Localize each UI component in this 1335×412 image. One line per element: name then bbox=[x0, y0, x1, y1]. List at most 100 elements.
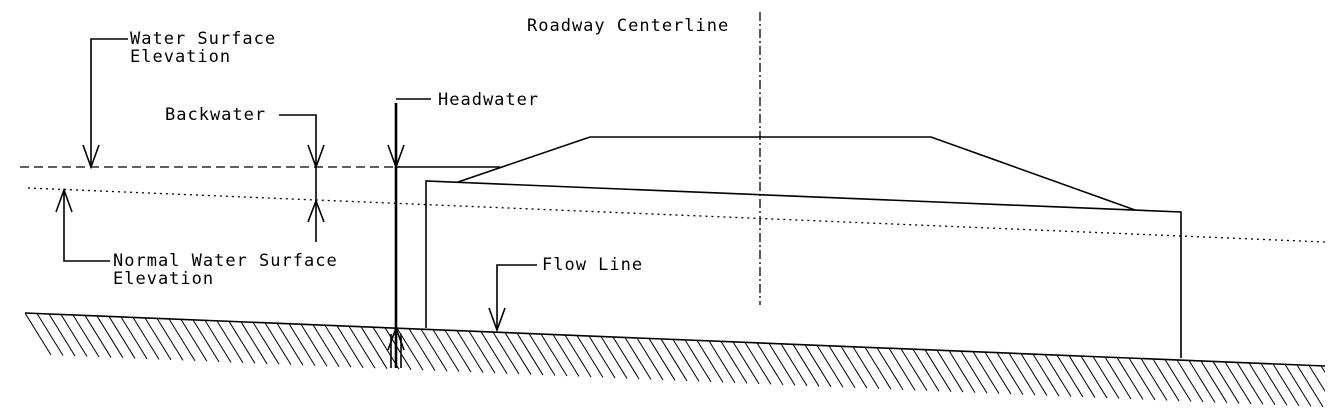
hatch-stroke bbox=[840, 346, 868, 389]
hatch-stroke bbox=[132, 317, 160, 360]
hatch-stroke bbox=[228, 321, 256, 364]
hatch-stroke bbox=[108, 316, 136, 359]
hatch-stroke bbox=[924, 349, 952, 392]
hatch-stroke bbox=[180, 319, 208, 362]
hatch-stroke bbox=[300, 323, 328, 367]
hatch-stroke bbox=[264, 322, 292, 366]
hatch-stroke bbox=[984, 351, 1012, 395]
hatch-stroke bbox=[408, 328, 436, 371]
hatch-stroke bbox=[72, 314, 100, 358]
hatch-stroke bbox=[1032, 353, 1060, 397]
hatch-stroke bbox=[516, 332, 544, 376]
hatch-stroke bbox=[528, 333, 556, 376]
hatch-stroke bbox=[792, 344, 820, 387]
hatch-stroke bbox=[1200, 360, 1228, 404]
hatch-stroke bbox=[468, 330, 496, 374]
backwater-arrowhead-up bbox=[307, 198, 325, 223]
hatch-stroke bbox=[576, 335, 604, 378]
hatch-stroke bbox=[288, 323, 316, 367]
hatch-stroke bbox=[1020, 353, 1048, 396]
hatch-stroke bbox=[456, 330, 484, 373]
hatch-stroke bbox=[492, 331, 520, 375]
hatch-stroke bbox=[60, 314, 88, 357]
hatch-stroke bbox=[1296, 364, 1324, 408]
roadway-centerline-label: Roadway Centerline bbox=[527, 16, 729, 36]
normal-ws-arrowhead bbox=[55, 187, 73, 213]
water-surface-label-1: Water Surface bbox=[130, 29, 276, 49]
hatch-stroke bbox=[684, 339, 712, 383]
ground-line bbox=[24, 312, 1326, 367]
hatch-stroke bbox=[1104, 356, 1132, 400]
hatch-stroke bbox=[720, 341, 748, 384]
flow-line-arrowhead bbox=[488, 307, 506, 333]
hatch-stroke bbox=[960, 350, 988, 394]
hatch-stroke bbox=[1128, 357, 1156, 401]
hatch-stroke bbox=[864, 346, 892, 390]
hatch-stroke bbox=[1176, 359, 1204, 403]
hatch-stroke bbox=[144, 317, 172, 361]
hatch-stroke bbox=[348, 325, 376, 369]
hatch-stroke bbox=[1008, 352, 1036, 396]
hatch-stroke bbox=[636, 337, 664, 381]
hatch-stroke bbox=[876, 347, 904, 390]
hatch-stroke bbox=[156, 318, 184, 361]
water-surface-leader bbox=[90, 38, 128, 167]
hatch-stroke bbox=[96, 315, 124, 359]
hatch-stroke bbox=[25, 313, 52, 356]
hatch-stroke bbox=[744, 342, 772, 385]
hatch-stroke bbox=[708, 340, 736, 384]
hatch-stroke bbox=[384, 327, 412, 370]
hatch-stroke bbox=[660, 338, 688, 382]
hatch-stroke bbox=[1212, 361, 1240, 404]
hatch-stroke bbox=[504, 332, 532, 375]
hatch-stroke bbox=[972, 351, 1000, 394]
hatch-stroke bbox=[444, 329, 472, 373]
hatch-stroke bbox=[1248, 362, 1276, 406]
hatch-stroke bbox=[900, 348, 928, 391]
hatch-stroke bbox=[936, 349, 964, 393]
hatch-stroke bbox=[324, 324, 352, 368]
hatch-stroke bbox=[1308, 365, 1325, 408]
flow-line-leader bbox=[496, 264, 537, 330]
hatch-stroke bbox=[828, 345, 856, 389]
hatch-stroke bbox=[360, 326, 388, 369]
culvert-barrel bbox=[425, 180, 1182, 358]
hatch-stroke bbox=[84, 315, 112, 358]
hatch-stroke bbox=[648, 338, 676, 381]
headwater-label: Headwater bbox=[438, 90, 539, 110]
hatch-stroke bbox=[564, 334, 592, 378]
roadway-embankment bbox=[457, 136, 1136, 211]
hatch-stroke bbox=[600, 336, 628, 379]
hatch-stroke bbox=[816, 345, 844, 388]
hatch-stroke bbox=[1116, 357, 1144, 400]
hatch-stroke bbox=[588, 335, 616, 379]
hatch-stroke bbox=[552, 334, 580, 377]
hatch-stroke bbox=[540, 333, 568, 377]
backwater-arrowhead-down bbox=[307, 144, 325, 170]
hatch-stroke bbox=[1164, 359, 1192, 402]
hatch-stroke bbox=[240, 321, 268, 365]
hatch-stroke bbox=[216, 320, 244, 364]
hatch-stroke bbox=[168, 318, 196, 362]
flow-line-label: Flow Line bbox=[542, 255, 643, 275]
hatch-stroke bbox=[852, 346, 880, 390]
hatch-stroke bbox=[804, 344, 832, 388]
hatch-stroke bbox=[312, 324, 340, 368]
hatch-stroke bbox=[912, 348, 940, 392]
hatch-stroke bbox=[1056, 354, 1084, 398]
hatch-stroke bbox=[420, 328, 448, 372]
hatch-stroke bbox=[252, 322, 280, 365]
water-surface-label-2: Elevation bbox=[130, 47, 231, 67]
normal-ws-leader bbox=[63, 190, 110, 262]
hatch-stroke bbox=[336, 325, 364, 368]
hatch-stroke bbox=[192, 319, 220, 363]
normal-ws-label-2: Elevation bbox=[113, 269, 214, 289]
hatch-stroke bbox=[36, 313, 64, 356]
hatch-stroke bbox=[948, 350, 976, 393]
hatch-stroke bbox=[1068, 355, 1096, 398]
hatch-stroke bbox=[696, 340, 724, 383]
water-surface-arrowhead bbox=[82, 144, 100, 170]
hatch-stroke bbox=[612, 336, 640, 380]
